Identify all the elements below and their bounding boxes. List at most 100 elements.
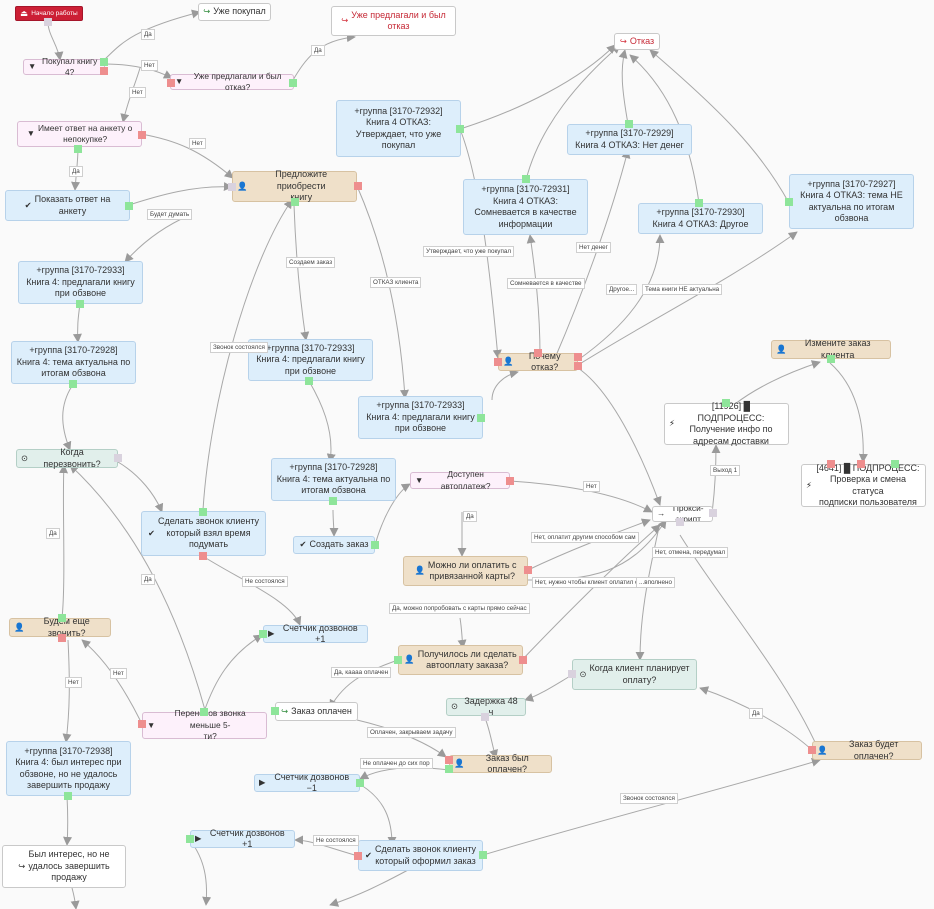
port[interactable] (199, 552, 207, 560)
port[interactable] (695, 199, 703, 207)
node-interest-end[interactable]: ↪Был интерес, но не удалось завершить пр… (2, 845, 126, 888)
node-group-72932[interactable]: +группа [3170-72932] Книга 4 ОТКАЗ: Утве… (336, 100, 461, 157)
port[interactable] (114, 454, 122, 462)
node-group-72933-a[interactable]: +группа [3170-72933] Книга 4: предлагали… (18, 261, 143, 304)
port[interactable] (519, 656, 527, 664)
node-refusal[interactable]: ↪Отказ (614, 33, 660, 50)
port[interactable] (524, 566, 532, 574)
port[interactable] (74, 145, 82, 153)
port[interactable] (305, 377, 313, 385)
port[interactable] (329, 497, 337, 505)
port[interactable] (371, 541, 379, 549)
port[interactable] (69, 380, 77, 388)
node-group-72928-a[interactable]: +группа [3170-72928] Книга 4: тема актуа… (11, 341, 136, 384)
port[interactable] (857, 460, 865, 468)
exit-icon: ↪ (203, 6, 211, 17)
port[interactable] (186, 835, 194, 843)
node-create-order[interactable]: ✔Создать заказ (293, 536, 375, 554)
port[interactable] (625, 120, 633, 128)
node-subprocess-4641[interactable]: ⚡[4641] █ ПОДПРОЦЕСС: Проверка и смена с… (801, 463, 926, 507)
port[interactable] (44, 18, 52, 26)
edge-label: Нет, оплатит другим способом сам (531, 532, 639, 543)
node-already-bought[interactable]: ↪Уже покупал (198, 3, 271, 21)
port[interactable] (354, 852, 362, 860)
edge-label: Да (463, 511, 477, 522)
node-group-72938[interactable]: +группа [3170-72938] Книга 4: был интере… (6, 741, 131, 796)
node-can-pay-card[interactable]: 👤Можно ли оплатить с привязанной карты? (403, 556, 528, 586)
node-group-72933-b[interactable]: +группа [3170-72933] Книга 4: предлагали… (248, 339, 373, 381)
node-offered-refused-end[interactable]: ↪Уже предлагали и был отказ (331, 6, 456, 36)
node-group-72931[interactable]: +группа [3170-72931] Книга 4 ОТКАЗ: Сомн… (463, 179, 588, 235)
node-counter-plus1-a[interactable]: ▶Счетчик дозвонов +1 (263, 623, 368, 644)
edge-label: Да, каааа оплачен (331, 667, 392, 678)
port[interactable] (199, 508, 207, 516)
port[interactable] (64, 792, 72, 800)
node-group-72933-c[interactable]: +группа [3170-72933] Книга 4: предлагали… (358, 396, 483, 439)
port[interactable] (291, 198, 299, 206)
port[interactable] (456, 125, 464, 133)
port[interactable] (827, 355, 835, 363)
node-call-ordered[interactable]: ✔Сделать звонок клиенту который оформил … (358, 840, 483, 871)
port[interactable] (479, 851, 487, 859)
port[interactable] (477, 414, 485, 422)
node-group-72929[interactable]: +группа [3170-72929] Книга 4 ОТКАЗ: Нет … (567, 124, 692, 155)
node-make-call[interactable]: ✔Сделать звонок клиенту который взял вре… (141, 511, 266, 556)
port[interactable] (722, 399, 730, 407)
port[interactable] (568, 670, 576, 678)
port[interactable] (354, 182, 362, 190)
port[interactable] (785, 198, 793, 206)
port[interactable] (167, 79, 175, 87)
port[interactable] (481, 713, 489, 721)
port[interactable] (891, 460, 899, 468)
start-node[interactable]: ⏏Начало работы (15, 6, 83, 21)
port[interactable] (827, 460, 835, 468)
node-show-survey[interactable]: ✔Показать ответ на анкету (5, 190, 130, 221)
port[interactable] (808, 746, 816, 754)
port[interactable] (289, 79, 297, 87)
node-offer-book[interactable]: 👤Предложите приобрести книгу (232, 169, 357, 202)
port[interactable] (676, 518, 684, 526)
port[interactable] (534, 349, 542, 357)
port[interactable] (356, 779, 364, 787)
node-counter-plus1-b[interactable]: ▶Счетчик дозвонов +1 (190, 828, 295, 849)
port[interactable] (394, 656, 402, 664)
node-why-refusal[interactable]: 👤Почему отказ? (498, 351, 578, 372)
port[interactable] (58, 614, 66, 622)
port[interactable] (494, 358, 502, 366)
node-autopay-available[interactable]: ▼Доступен автоплатеж? (410, 469, 510, 491)
node-was-order-paid[interactable]: 👤Заказ был оплачен? (449, 753, 552, 774)
port[interactable] (709, 509, 717, 517)
node-bought-book4[interactable]: ▼Покупал книгу 4? (23, 56, 105, 77)
port[interactable] (228, 183, 236, 191)
node-transfer-less5[interactable]: ▼Перенесов звонка меньше 5- ти? (142, 708, 267, 741)
port[interactable] (200, 708, 208, 716)
node-counter-minus1[interactable]: ▶Счетчик дозвонов −1 (254, 772, 360, 793)
port[interactable] (100, 58, 108, 66)
node-has-survey[interactable]: ▼Имеет ответ на анкету о непокупке? (17, 121, 142, 147)
filter-icon: ▼ (28, 61, 37, 72)
node-will-order-be-paid[interactable]: 👤Заказ будет оплачен? (812, 739, 922, 761)
port[interactable] (574, 353, 582, 361)
node-group-72927[interactable]: +группа [3170-72927] Книга 4 ОТКАЗ: тема… (789, 174, 914, 229)
port[interactable] (138, 131, 146, 139)
node-subprocess-11926[interactable]: ⚡[11926] █ ПОДПРОЦЕСС: Получение инфо по… (664, 401, 789, 446)
port[interactable] (100, 67, 108, 75)
port[interactable] (522, 175, 530, 183)
port[interactable] (125, 202, 133, 210)
node-order-paid[interactable]: ↪Заказ оплачен (275, 702, 358, 721)
port[interactable] (271, 707, 279, 715)
port[interactable] (138, 720, 146, 728)
node-offered-refused-question[interactable]: ▼Уже предлагали и был отказ? (170, 71, 294, 92)
port[interactable] (58, 634, 66, 642)
port[interactable] (259, 630, 267, 638)
node-group-72928-b[interactable]: +группа [3170-72928] Книга 4: тема актуа… (271, 458, 396, 501)
port[interactable] (445, 765, 453, 773)
node-autopay-done[interactable]: 👤Получилось ли сделать автооплату заказа… (398, 645, 523, 675)
port[interactable] (506, 477, 514, 485)
node-group-72930[interactable]: +группа [3170-72930] Книга 4 ОТКАЗ: Друг… (638, 203, 763, 234)
port[interactable] (445, 756, 453, 764)
node-when-callback[interactable]: ⊙Когда перезвонить? (16, 447, 118, 469)
port[interactable] (574, 362, 582, 370)
node-when-client-plans[interactable]: ⊙Когда клиент планирует оплату? (572, 659, 697, 690)
port[interactable] (76, 300, 84, 308)
